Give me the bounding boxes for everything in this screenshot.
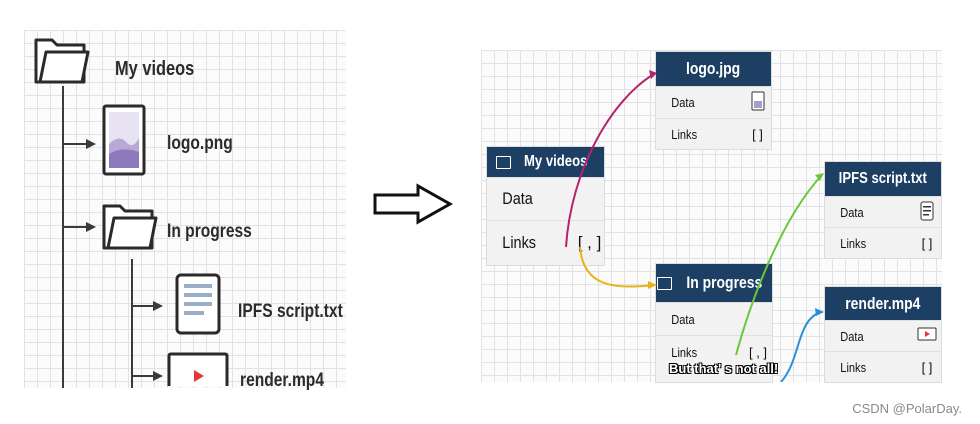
node-title: My videos	[524, 153, 588, 170]
arrow-head-icon	[648, 281, 657, 289]
links-value: [ , ]	[748, 344, 768, 360]
node-logo: logo.jpg Data Links [ ]	[656, 52, 771, 149]
data-label: Data	[502, 189, 533, 208]
node-render: render.mp4 Data Links [ ]	[825, 287, 941, 382]
link-to-ipfs-script	[735, 175, 822, 356]
transform-arrow-icon	[373, 183, 454, 225]
node-title: In progress	[686, 273, 763, 292]
arrow-head-icon	[86, 222, 96, 232]
data-label: Data	[840, 328, 864, 344]
file-tree-panel: My videos logo.png In progress IPFS scri…	[24, 30, 346, 391]
object-graph-panel: My videos Data Links [ , ] logo.jpg Data…	[481, 50, 942, 382]
node-ipfs-script: IPFS script.txt Data Links [ ]	[825, 162, 941, 258]
arrow-head-icon	[815, 308, 824, 316]
tree-item-logo: logo.png	[167, 133, 233, 154]
folder-icon	[102, 204, 158, 250]
links-value: [ , ]	[577, 233, 602, 252]
arrow-head-icon	[815, 173, 824, 181]
arrow-head-icon	[153, 371, 163, 381]
text-file-icon	[175, 273, 221, 335]
image-file-icon	[751, 91, 764, 111]
node-in-progress: In progress Data Links [ , ]	[656, 264, 772, 382]
tree-item-render: render.mp4	[240, 370, 324, 391]
tree-item-in-progress: In progress	[167, 221, 252, 242]
node-title: logo.jpg	[686, 59, 741, 78]
links-label: Links	[502, 233, 537, 252]
links-value: [ ]	[921, 235, 933, 251]
link-to-in-progress	[579, 246, 655, 288]
arrow-head-icon	[153, 301, 163, 311]
link-to-logo	[565, 73, 655, 248]
folder-icon	[496, 155, 512, 169]
links-label: Links	[840, 359, 867, 375]
data-label: Data	[840, 204, 864, 220]
link-arrows	[565, 70, 824, 382]
arrow-head-icon	[86, 139, 96, 149]
video-caption: But that' s not all!	[669, 361, 779, 376]
node-title: IPFS script.txt	[838, 170, 928, 187]
watermark: CSDN @PolarDay.	[852, 401, 962, 416]
links-label: Links	[840, 235, 867, 251]
tree-item-ipfs-script: IPFS script.txt	[238, 301, 343, 322]
folder-icon	[657, 276, 673, 290]
video-file-icon	[167, 352, 229, 386]
image-file-icon	[102, 104, 146, 176]
folder-icon	[34, 38, 90, 84]
node-title: render.mp4	[845, 293, 921, 313]
links-value: [ ]	[921, 359, 933, 375]
links-value: [ ]	[752, 127, 763, 142]
links-label: Links	[671, 344, 698, 360]
links-label: Links	[671, 127, 698, 142]
tree-root-label: My videos	[115, 58, 195, 80]
text-file-icon	[920, 201, 934, 220]
video-file-icon	[917, 327, 937, 340]
link-to-render	[780, 311, 822, 382]
data-label: Data	[671, 311, 695, 327]
data-label: Data	[671, 95, 695, 110]
arrow-head-icon	[649, 70, 657, 79]
